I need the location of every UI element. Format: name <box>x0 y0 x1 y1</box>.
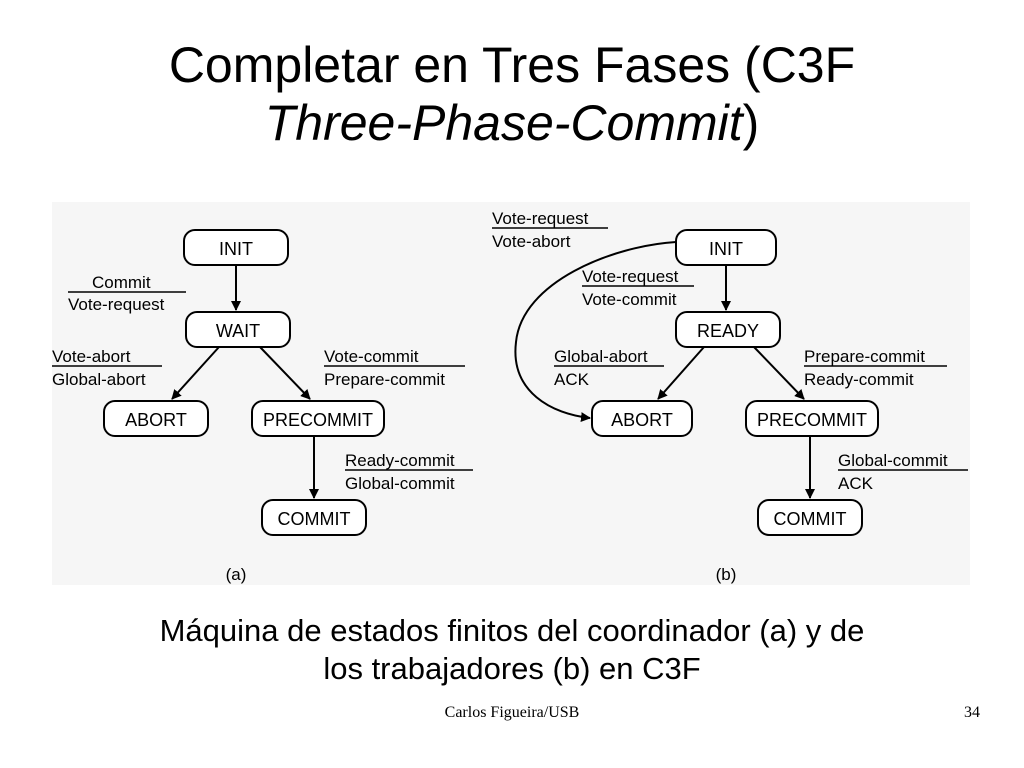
transition-label-precommit-commit: Ready-commit Global-commit <box>345 451 473 493</box>
transition-label-precommit-commit: Global-commit ACK <box>838 451 968 493</box>
state-commit: COMMIT <box>757 499 863 536</box>
transition-label-init-wait: Commit Vote-request <box>68 273 186 314</box>
slide-title: Completar en Tres Fases (C3F Three-Phase… <box>0 36 1024 152</box>
svg-text:Vote-request: Vote-request <box>68 295 165 314</box>
state-label: INIT <box>709 239 743 259</box>
svg-text:Ready-commit: Ready-commit <box>345 451 455 470</box>
arrow-init-abort <box>514 241 677 423</box>
state-ready: READY <box>675 311 781 348</box>
arrow-wait-abort <box>171 346 220 400</box>
state-label: ABORT <box>611 410 673 430</box>
transition-label-init-abort: Vote-request Vote-abort <box>492 209 608 251</box>
diagram-a-label: (a) <box>226 565 247 584</box>
state-label: ABORT <box>125 410 187 430</box>
state-abort: ABORT <box>103 400 209 437</box>
title-suffix: ) <box>742 95 760 151</box>
title-italic-part: Three-Phase-Commit <box>264 95 743 151</box>
state-wait: WAIT <box>185 311 291 348</box>
svg-text:Global-commit: Global-commit <box>838 451 948 470</box>
state-machine-diagram: INIT WAIT ABORT PRECOMMIT COMMIT <box>52 202 970 585</box>
state-label: PRECOMMIT <box>757 410 867 430</box>
state-label: READY <box>697 321 759 341</box>
footer-author: Carlos Figueira/USB <box>444 704 580 721</box>
state-commit: COMMIT <box>261 499 367 536</box>
svg-text:Vote-abort: Vote-abort <box>492 232 571 251</box>
worker-state-machine: INIT READY ABORT PRECOMMIT COMMIT <box>492 209 968 584</box>
transition-label-wait-abort: Vote-abort Global-abort <box>52 347 162 389</box>
svg-text:Global-abort: Global-abort <box>52 370 146 389</box>
transition-label-wait-precommit: Vote-commit Prepare-commit <box>324 347 465 389</box>
transition-label-init-ready: Vote-request Vote-commit <box>582 267 694 309</box>
caption-line-1: Máquina de estados finitos del coordinad… <box>159 613 865 648</box>
state-label: PRECOMMIT <box>263 410 373 430</box>
state-label: INIT <box>219 239 253 259</box>
transition-label-ready-precommit: Prepare-commit Ready-commit <box>804 347 947 389</box>
svg-text:Commit: Commit <box>92 273 151 292</box>
diagram-svg: INIT WAIT ABORT PRECOMMIT COMMIT <box>52 209 968 584</box>
state-precommit: PRECOMMIT <box>745 400 879 437</box>
svg-text:Global-commit: Global-commit <box>345 474 455 493</box>
arrow-ready-precommit <box>753 346 805 400</box>
svg-text:Prepare-commit: Prepare-commit <box>804 347 925 366</box>
state-abort: ABORT <box>591 400 693 437</box>
svg-text:Vote-request: Vote-request <box>582 267 679 286</box>
svg-text:ACK: ACK <box>554 370 590 389</box>
svg-text:Vote-request: Vote-request <box>492 209 589 228</box>
state-label: WAIT <box>216 321 260 341</box>
title-line-1: Completar en Tres Fases (C3F <box>168 37 856 93</box>
coordinator-state-machine: INIT WAIT ABORT PRECOMMIT COMMIT <box>52 229 473 584</box>
page-number: 34 <box>964 704 980 721</box>
arrow-wait-precommit <box>259 346 311 400</box>
svg-text:Global-abort: Global-abort <box>554 347 648 366</box>
svg-text:Ready-commit: Ready-commit <box>804 370 914 389</box>
svg-text:Prepare-commit: Prepare-commit <box>324 370 445 389</box>
diagram-b-label: (b) <box>716 565 737 584</box>
transition-label-ready-abort: Global-abort ACK <box>554 347 664 389</box>
title-line-2: Three-Phase-Commit) <box>0 94 1024 152</box>
state-label: COMMIT <box>278 509 351 529</box>
svg-text:Vote-commit: Vote-commit <box>582 290 677 309</box>
figure-caption: Máquina de estados finitos del coordinad… <box>0 612 1024 688</box>
state-init: INIT <box>675 229 777 266</box>
state-label: COMMIT <box>774 509 847 529</box>
arrow-ready-abort <box>657 346 705 400</box>
state-precommit: PRECOMMIT <box>251 400 385 437</box>
state-init: INIT <box>183 229 289 266</box>
svg-text:Vote-abort: Vote-abort <box>52 347 131 366</box>
caption-line-2: los trabajadores (b) en C3F <box>323 651 701 686</box>
svg-text:Vote-commit: Vote-commit <box>324 347 419 366</box>
svg-text:ACK: ACK <box>838 474 874 493</box>
